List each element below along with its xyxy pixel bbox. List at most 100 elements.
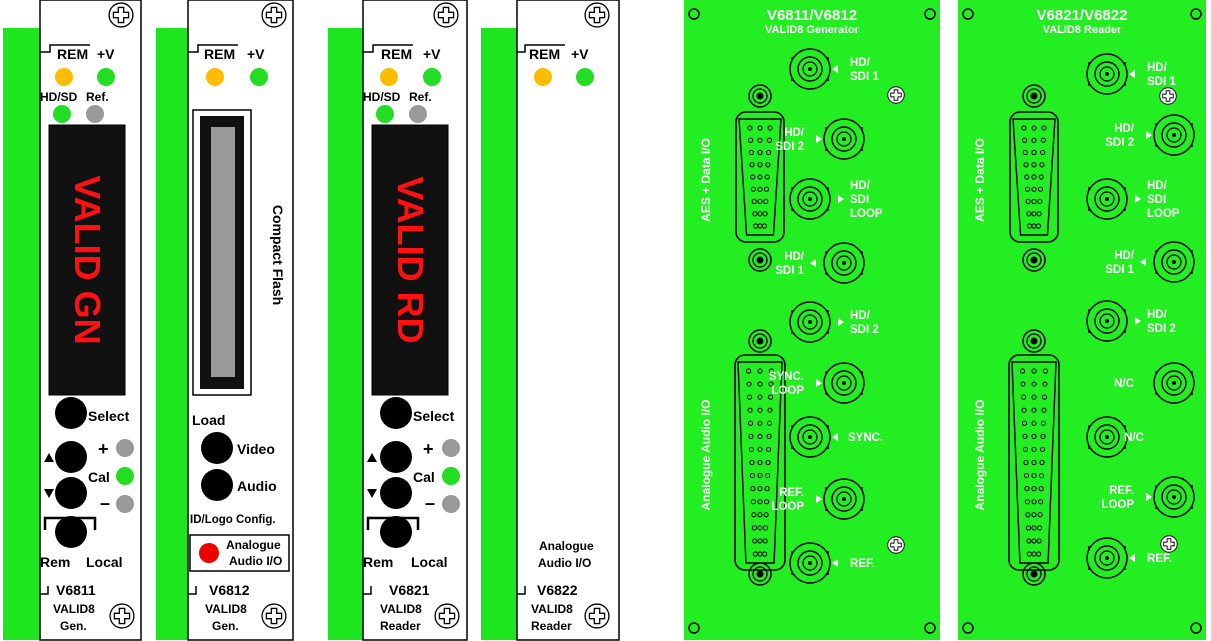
- audio-label: Audio: [237, 478, 277, 494]
- jackscrew: [748, 562, 772, 586]
- bnc-label: HD/: [1147, 62, 1168, 74]
- bnc-label: HD/: [850, 310, 871, 322]
- plus-label: +: [423, 439, 434, 459]
- select-button[interactable]: [55, 397, 87, 429]
- local-button-label: Local: [411, 554, 448, 570]
- rem-label: REM: [381, 46, 412, 62]
- video-label: Video: [237, 441, 275, 457]
- signal-arrow-icon: [1129, 70, 1135, 78]
- down-button[interactable]: [380, 477, 412, 509]
- bnc-label: REF.: [1147, 553, 1172, 565]
- signal-arrow-icon: [832, 433, 838, 441]
- config-label: ID/Logo Config.: [190, 514, 276, 526]
- cal-label: Cal: [88, 469, 110, 485]
- aes-data-connector[interactable]: [735, 111, 785, 243]
- triangle-down-icon: [367, 489, 377, 498]
- audio-button[interactable]: [201, 469, 233, 501]
- rem-label: REM: [204, 46, 235, 62]
- screw-icon: [887, 86, 905, 104]
- up-button[interactable]: [55, 441, 87, 473]
- model-number: V6812: [209, 582, 250, 598]
- bnc-label: LOOP: [1147, 208, 1180, 220]
- bnc-label: SYNC.: [848, 432, 883, 444]
- module-v6811: REM +V HD/SD Ref. VALID GN Select + Cal …: [3, 0, 142, 641]
- bnc-label: HD/: [850, 57, 871, 69]
- aes-data-label: AES + Data I/O: [699, 138, 713, 222]
- analogue-audio-label: Analogue Audio I/O: [973, 400, 987, 511]
- plus-led: [116, 439, 134, 457]
- bnc-label: LOOP: [771, 501, 804, 513]
- screw-icon: [261, 603, 287, 629]
- minus-led: [442, 495, 460, 513]
- screw-icon: [434, 603, 460, 629]
- bnc-label: SDI 2: [1147, 323, 1176, 335]
- mounting-hole: [1190, 8, 1202, 20]
- display-window: [48, 124, 126, 396]
- analogue-label-1: Analogue: [226, 538, 281, 552]
- minus-label: –: [425, 493, 435, 513]
- bnc-label: LOOP: [771, 385, 804, 397]
- product-type: Gen.: [212, 619, 239, 633]
- product-name: VALID8: [380, 602, 422, 616]
- triangle-up-icon: [367, 453, 377, 462]
- rem-led: [55, 68, 73, 86]
- analogue-audio-connector[interactable]: [1008, 354, 1060, 571]
- triangle-down-icon: [44, 489, 54, 498]
- bnc-label: SDI 1: [850, 71, 879, 83]
- rem-local-toggle[interactable]: [380, 516, 412, 548]
- screw-icon: [109, 603, 135, 629]
- jackscrew: [1022, 329, 1046, 353]
- bnc-label: SDI 1: [1105, 264, 1134, 276]
- rear-panel-title: V6821/V6822: [1037, 7, 1128, 24]
- green-card-edge: [3, 28, 40, 640]
- power-led: [423, 68, 441, 86]
- up-button[interactable]: [380, 441, 412, 473]
- mounting-hole: [924, 8, 936, 20]
- v-label: +V: [423, 46, 441, 62]
- model-number: V6822: [537, 582, 578, 598]
- bnc-label: SDI: [1147, 194, 1166, 206]
- cal-led: [116, 467, 134, 485]
- screw-icon: [433, 2, 459, 28]
- bnc-label: SDI 2: [850, 324, 879, 336]
- bnc-label: N/C: [1124, 432, 1144, 444]
- select-label: Select: [413, 408, 455, 424]
- aes-data-connector[interactable]: [1009, 111, 1059, 243]
- rem-led: [380, 68, 398, 86]
- product-name: VALID8: [531, 602, 573, 616]
- bnc-label: HD/: [1147, 180, 1168, 192]
- display-window: [371, 124, 449, 396]
- rear-panel-board: [958, 0, 1206, 640]
- ref-led: [86, 105, 104, 123]
- rear-panel-board: [684, 0, 940, 640]
- compact-flash-slot[interactable]: [192, 109, 252, 396]
- hd-sd-label: HD/SD: [363, 90, 401, 104]
- bnc-label: SYNC.: [769, 371, 804, 383]
- hd-sd-led: [53, 105, 71, 123]
- rem-local-toggle[interactable]: [55, 516, 87, 548]
- down-button[interactable]: [55, 477, 87, 509]
- bnc-label: SDI 1: [775, 265, 804, 277]
- bnc-label: LOOP: [1101, 499, 1134, 511]
- rear-panel-subtitle: VALID8 Reader: [1043, 24, 1122, 36]
- video-button[interactable]: [201, 432, 233, 464]
- product-name: VALID8: [205, 602, 247, 616]
- module-v6812: REM +V Compact Flash Load Video Audio ID…: [156, 0, 294, 641]
- signal-arrow-icon: [838, 195, 844, 203]
- mounting-hole: [688, 8, 700, 20]
- screw-icon: [887, 536, 905, 554]
- select-button[interactable]: [380, 397, 412, 429]
- rear-panel-title: V6811/V6812: [767, 7, 857, 24]
- analogue-io-box: [189, 534, 290, 572]
- green-card-edge: [156, 28, 190, 640]
- bnc-label: LOOP: [850, 208, 883, 220]
- minus-label: –: [100, 493, 110, 513]
- analogue-label-2: Audio I/O: [538, 556, 591, 570]
- signal-arrow-icon: [838, 318, 844, 326]
- v-label: +V: [571, 46, 589, 62]
- minus-led: [116, 495, 134, 513]
- analogue-audio-connector[interactable]: [734, 354, 786, 571]
- rem-label: REM: [57, 46, 88, 62]
